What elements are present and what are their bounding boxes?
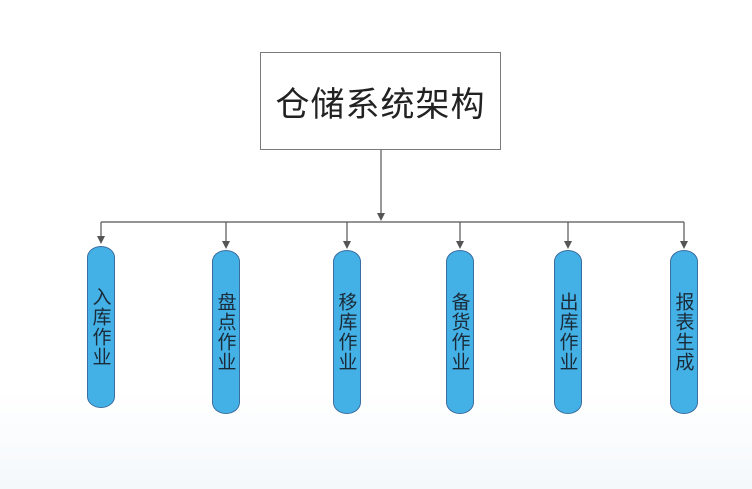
child-node-label: 盘点作业 bbox=[214, 292, 237, 372]
child-node-reporting: 报表生成 bbox=[670, 250, 698, 414]
child-node-label: 出库作业 bbox=[556, 292, 579, 372]
child-node-label: 报表生成 bbox=[672, 292, 695, 372]
child-node-label: 移库作业 bbox=[335, 292, 358, 372]
child-node-transfer: 移库作业 bbox=[333, 250, 361, 414]
child-node-outbound: 出库作业 bbox=[554, 250, 582, 414]
root-node-label: 仓储系统架构 bbox=[275, 84, 486, 125]
child-node-label: 入库作业 bbox=[89, 287, 112, 367]
child-node-stocktake: 盘点作业 bbox=[212, 250, 240, 414]
root-node: 仓储系统架构 bbox=[260, 52, 501, 150]
child-node-label: 备货作业 bbox=[448, 292, 471, 372]
child-node-inbound: 入库作业 bbox=[87, 246, 115, 408]
child-node-picking: 备货作业 bbox=[446, 250, 474, 414]
